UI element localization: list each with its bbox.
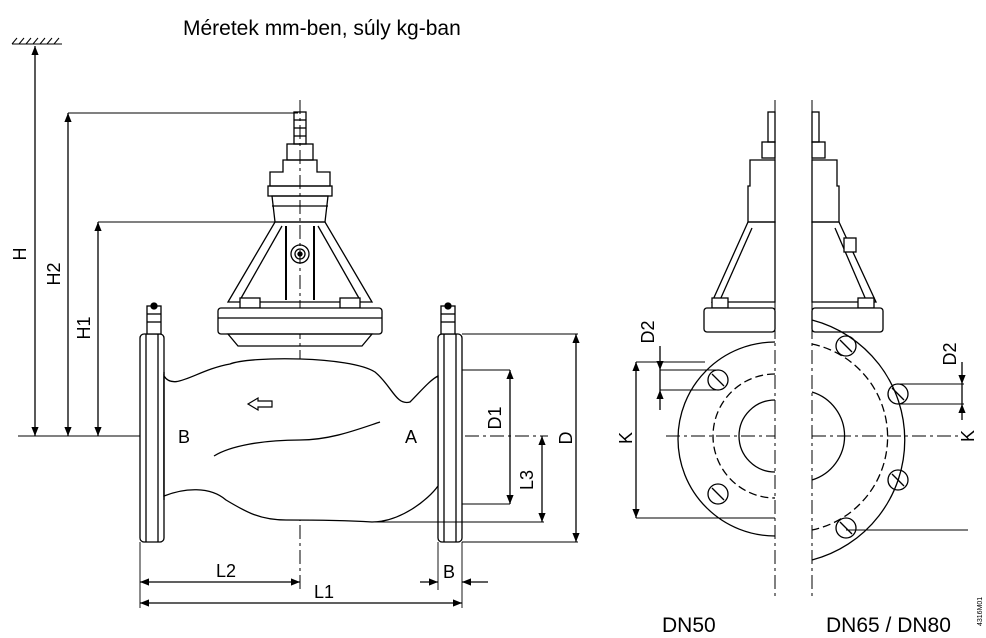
ceiling-hatch xyxy=(11,37,62,45)
dn50-label-d2: D2 xyxy=(638,320,658,343)
label-b: B xyxy=(443,562,455,582)
label-d1: D1 xyxy=(485,406,505,429)
label-h2: H2 xyxy=(44,262,64,285)
dn65-label-d2: D2 xyxy=(940,342,960,365)
dn65-label-k: K xyxy=(958,430,978,442)
dn50-view xyxy=(632,100,776,600)
label-l1: L1 xyxy=(314,582,334,602)
dn65-dn80-view xyxy=(811,100,968,600)
port-label-b: B xyxy=(178,427,190,447)
label-h1: H1 xyxy=(74,316,94,339)
dn50-caption: DN50 xyxy=(662,614,716,637)
label-l2: L2 xyxy=(216,561,236,581)
right-flange xyxy=(437,333,463,543)
label-d: D xyxy=(556,432,576,445)
label-l3: L3 xyxy=(517,470,537,490)
drawing-number: 4316M01 xyxy=(977,597,984,626)
port-label-a: A xyxy=(405,427,417,447)
left-flange xyxy=(139,333,165,543)
label-h: H xyxy=(10,248,30,261)
side-view xyxy=(11,37,580,608)
dn50-label-k: K xyxy=(616,432,636,444)
page-title: Méretek mm-ben, súly kg-ban xyxy=(183,17,461,40)
dn65-dn80-caption: DN65 / DN80 xyxy=(826,614,951,637)
